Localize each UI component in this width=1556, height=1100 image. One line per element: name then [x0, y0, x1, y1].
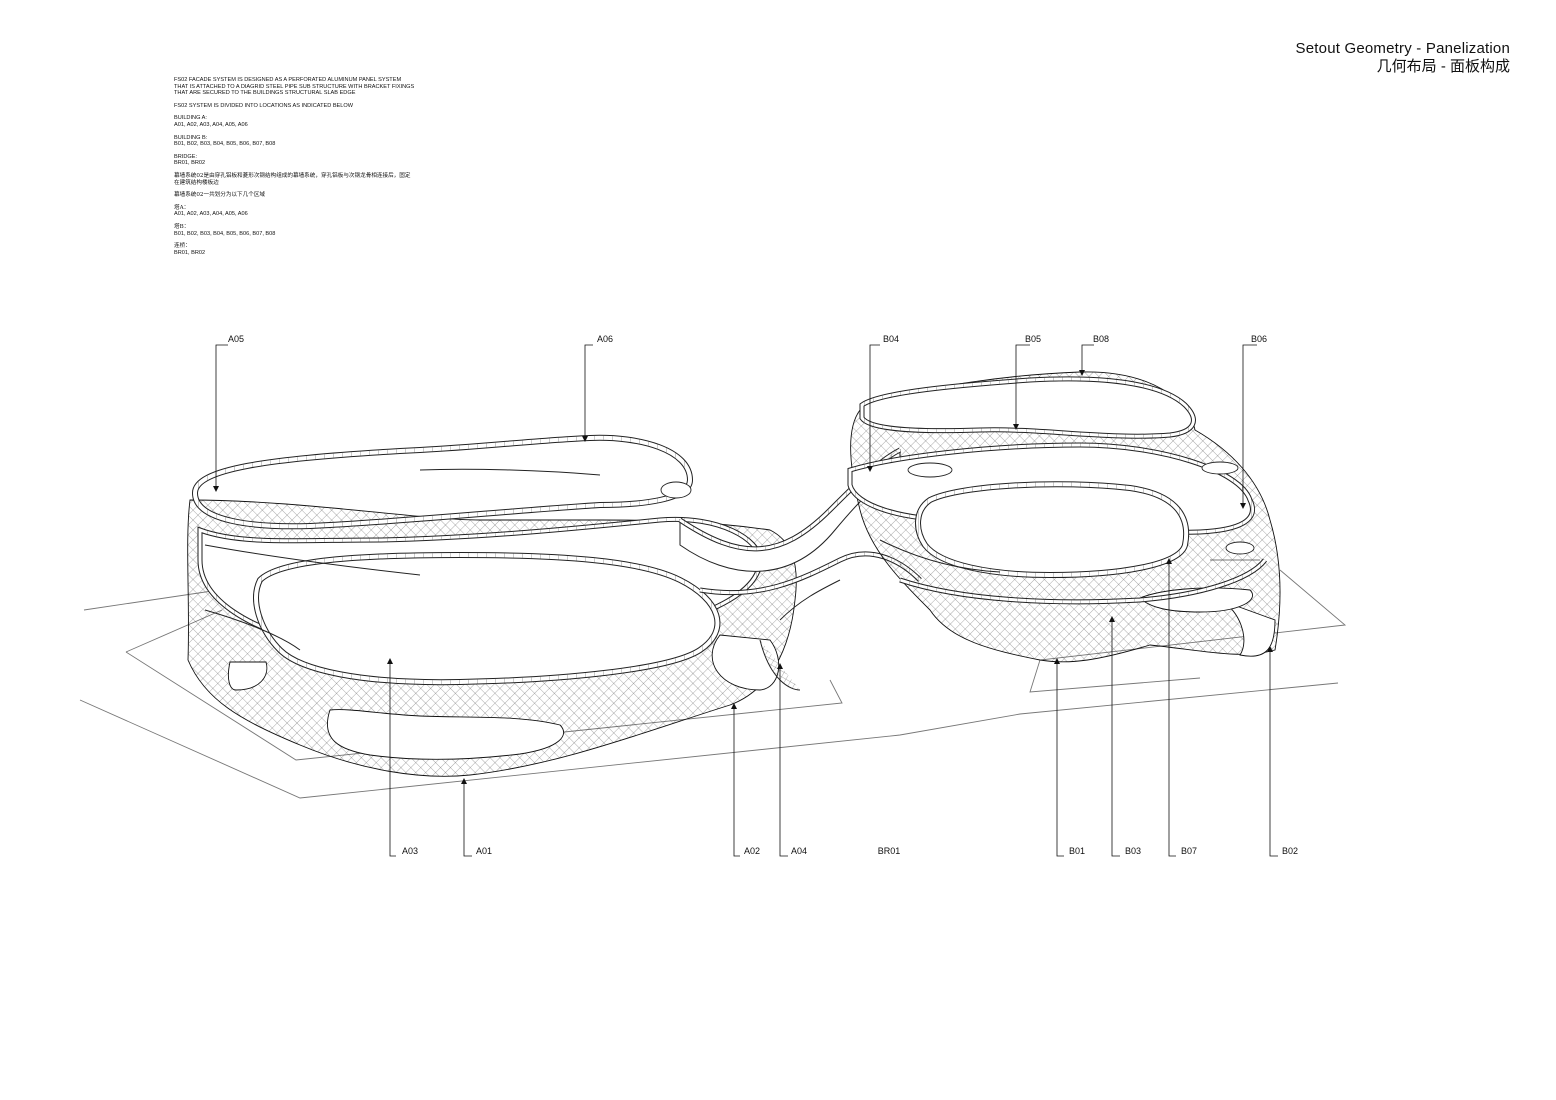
notes-building-b: BUILDING B: B01, B02, B03, B04, B05, B06… — [174, 135, 474, 148]
notes-division: FS02 SYSTEM IS DIVIDED INTO LOCATIONS AS… — [174, 103, 474, 110]
callout-b08: B08 — [1092, 334, 1110, 344]
callout-a06: A06 — [596, 334, 614, 344]
title-block: Setout Geometry - Panelization 几何布局 - 面板… — [1296, 40, 1510, 76]
callout-a04: A04 — [790, 846, 808, 856]
zh-b-zones: B01, B02, B03, B04, B05, B06, B07, B08 — [174, 230, 276, 237]
leader-arrows-top — [213, 370, 1246, 509]
notes-zh-a: 塔A： A01, A02, A03, A04, A05, A06 — [174, 205, 474, 218]
notes-bridge: BRIDGE: BR01, BR02 — [174, 154, 474, 167]
zh-intro-line: 在建筑结构楼板边 — [174, 179, 219, 186]
building-b-podium-ring — [915, 481, 1190, 579]
callout-b05: B05 — [1024, 334, 1042, 344]
zh-b-label: 塔B： — [174, 223, 190, 230]
zh-intro-line: 幕墙系统02是由穿孔铝板和菱形次钢结构组成的幕墙系统，穿孔铝板与次钢龙骨相连接后… — [174, 172, 411, 179]
callout-b06: B06 — [1250, 334, 1268, 344]
callout-a02: A02 — [743, 846, 761, 856]
bridge-zones: BR01, BR02 — [174, 160, 206, 167]
notes-intro-line: FS02 FACADE SYSTEM IS DESIGNED AS A PERF… — [174, 77, 402, 83]
building-a-zones: A01, A02, A03, A04, A05, A06 — [174, 121, 248, 128]
callout-br01: BR01 — [877, 846, 901, 856]
notes-zh-intro: 幕墙系统02是由穿孔铝板和菱形次钢结构组成的幕墙系统，穿孔铝板与次钢龙骨相连接后… — [174, 173, 474, 186]
title-english: Setout Geometry - Panelization — [1295, 40, 1510, 57]
notes-zh-b: 塔B： B01, B02, B03, B04, B05, B06, B07, B… — [174, 224, 474, 237]
notes-intro-line: THAT ARE SECURED TO THE BUILDINGS STRUCT… — [174, 90, 356, 97]
notes-intro-line: THAT IS ATTACHED TO A DIAGRID STEEL PIPE… — [174, 83, 415, 90]
callout-b02: B02 — [1281, 846, 1299, 856]
building-a-label: BUILDING A: — [174, 115, 207, 122]
building-a-podium-ring — [253, 551, 721, 686]
notes-zh-bridge: 连桥： BR01, BR02 — [174, 243, 474, 256]
zh-division-text: 幕墙系统02一共划分为以下几个区域 — [174, 192, 266, 199]
callout-a03: A03 — [401, 846, 419, 856]
callout-b03: B03 — [1124, 846, 1142, 856]
notes-zh-division: 幕墙系统02一共划分为以下几个区域 — [174, 192, 474, 199]
zh-a-zones: A01, A02, A03, A04, A05, A06 — [174, 211, 248, 218]
building-a — [187, 434, 797, 777]
leader-arrows-bottom — [387, 558, 1273, 784]
zh-bridge-label: 连桥： — [174, 243, 191, 250]
title-chinese: 几何布局 - 面板构成 — [1376, 58, 1510, 75]
building-b — [847, 371, 1281, 663]
leader-lines-top — [215, 344, 1257, 507]
callout-a01: A01 — [475, 846, 493, 856]
building-b-zones: B01, B02, B03, B04, B05, B06, B07, B08 — [174, 141, 276, 148]
notes-intro: FS02 FACADE SYSTEM IS DESIGNED AS A PERF… — [174, 77, 474, 97]
callout-b07: B07 — [1180, 846, 1198, 856]
zh-a-label: 塔A： — [174, 204, 190, 211]
building-b-label: BUILDING B: — [174, 134, 208, 141]
callout-b04: B04 — [882, 334, 900, 344]
notes-division-text: FS02 SYSTEM IS DIVIDED INTO LOCATIONS AS… — [174, 102, 354, 109]
callout-a05: A05 — [227, 334, 245, 344]
leader-lines-bottom — [389, 560, 1278, 857]
notes-building-a: BUILDING A: A01, A02, A03, A04, A05, A06 — [174, 115, 474, 128]
zh-bridge-zones: BR01, BR02 — [174, 249, 206, 256]
callout-b01: B01 — [1068, 846, 1086, 856]
bridge-label: BRIDGE: — [174, 153, 198, 160]
facade-notes: FS02 FACADE SYSTEM IS DESIGNED AS A PERF… — [174, 77, 474, 262]
